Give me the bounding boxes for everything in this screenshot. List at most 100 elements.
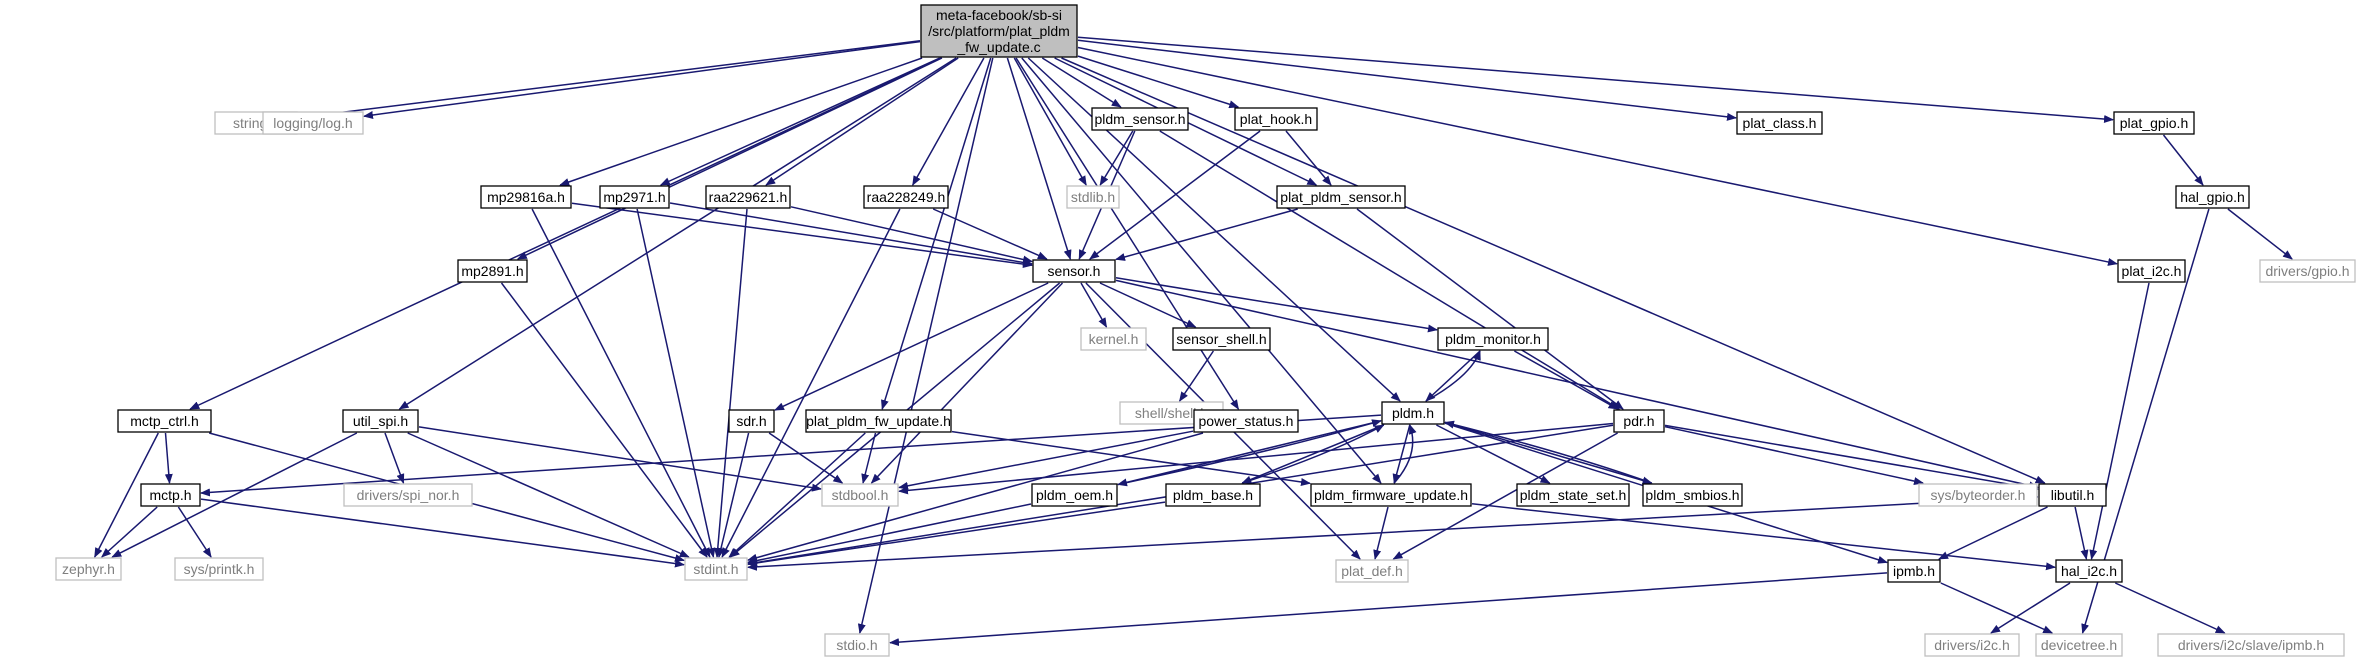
node-mctp-ctrl[interactable]: mctp_ctrl.h <box>117 409 212 433</box>
edge-root-to-stdlib <box>1013 57 1087 186</box>
node-drivers-i2c: drivers/i2c.h <box>1924 633 2020 657</box>
include-edge <box>747 496 2039 571</box>
edge-plat_pldm_sensor-to-sensor <box>1115 208 1298 261</box>
edge-plat_hook-to-plat_pldm_sensor <box>1285 130 1332 186</box>
node-pldm-base[interactable]: pldm_base.h <box>1165 483 1261 507</box>
node-label: sys/byteorder.h <box>1931 487 2026 503</box>
node-pdr[interactable]: pdr.h <box>1613 409 1665 433</box>
include-edge <box>636 208 716 558</box>
node-util-spi[interactable]: util_spi.h <box>342 409 419 433</box>
edge-mctp_ctrl-to-zephyr <box>94 432 159 558</box>
node-mctp[interactable]: mctp.h <box>140 483 201 507</box>
include-edge <box>669 202 1033 267</box>
edge-root-to-plat_pldm_fw_update <box>881 57 992 410</box>
node-label: util_spi.h <box>353 413 408 429</box>
include-edge <box>189 57 942 410</box>
node-mp2971[interactable]: mp2971.h <box>599 185 670 209</box>
node-sensor-shell[interactable]: sensor_shell.h <box>1172 327 1271 351</box>
node-box <box>1066 185 1120 209</box>
node-box <box>920 4 1078 58</box>
node-label: pldm_firmware_update.h <box>1314 487 1468 503</box>
edge-root-to-sensor <box>1006 57 1072 260</box>
include-edge <box>101 506 158 558</box>
node-label: mctp_ctrl.h <box>130 413 198 429</box>
node-raa228249[interactable]: raa228249.h <box>863 185 949 209</box>
node-ipmb[interactable]: ipmb.h <box>1887 559 1941 583</box>
node-box <box>1032 259 1116 283</box>
edge-pdr-to-libutil <box>1664 424 2039 492</box>
include-edge <box>1159 130 1621 410</box>
include-edge <box>200 498 685 568</box>
node-plat-def: plat_def.h <box>1335 559 1409 583</box>
node-label: stdio.h <box>836 637 877 653</box>
node-box <box>805 409 952 433</box>
node-pldm-sensor[interactable]: pldm_sensor.h <box>1091 107 1189 131</box>
edge-pldm-to-pldm_smbios <box>1444 421 1653 485</box>
node-mp29816a[interactable]: mp29816a.h <box>480 185 572 209</box>
include-edge <box>1242 424 1385 484</box>
include-edge <box>1077 46 2118 266</box>
edge-ipmb-to-devicetree <box>1940 582 2054 634</box>
include-edge <box>531 208 711 558</box>
include-edge <box>164 432 173 484</box>
node-box <box>863 185 949 209</box>
include-edge <box>1117 419 1382 486</box>
node-label: power_status.h <box>1199 413 1294 429</box>
node-hal-i2c[interactable]: hal_i2c.h <box>2055 559 2123 583</box>
node-box <box>1310 483 1472 507</box>
node-power-status[interactable]: power_status.h <box>1193 409 1299 433</box>
node-plat-gpio[interactable]: plat_gpio.h <box>2113 111 2195 135</box>
node-pldm-smbios[interactable]: pldm_smbios.h <box>1642 483 1743 507</box>
node-root[interactable]: meta-facebook/sb-si/src/platform/plat_pl… <box>920 4 1078 58</box>
node-box <box>262 111 364 135</box>
edge-pldm_oem-to-stdint <box>747 503 1032 565</box>
node-sensor[interactable]: sensor.h <box>1032 259 1116 283</box>
node-plat-pldm-sensor[interactable]: plat_pldm_sensor.h <box>1276 185 1406 209</box>
node-sdr[interactable]: sdr.h <box>728 409 775 433</box>
include-edge <box>363 40 921 119</box>
node-plat-pldm-fw-update[interactable]: plat_pldm_fw_update.h <box>805 409 952 433</box>
node-label: pldm.h <box>1392 405 1434 421</box>
node-pldm-oem[interactable]: pldm_oem.h <box>1031 483 1118 507</box>
node-box <box>1381 401 1445 425</box>
node-pldm[interactable]: pldm.h <box>1381 401 1445 425</box>
node-plat-class[interactable]: plat_class.h <box>1736 111 1823 135</box>
edge-pldm-to-pldm_base <box>1241 424 1384 484</box>
node-plat-i2c[interactable]: plat_i2c.h <box>2117 259 2186 283</box>
include-edge <box>398 57 957 410</box>
edge-layer <box>94 36 2293 647</box>
node-label: drivers/i2c/slave/ipmb.h <box>2178 637 2324 653</box>
include-edge <box>1080 282 1108 328</box>
node-libutil[interactable]: libutil.h <box>2038 483 2107 507</box>
edge-hal_gpio-to-drivers_gpio <box>2227 208 2293 260</box>
node-hal-gpio[interactable]: hal_gpio.h <box>2175 185 2250 209</box>
node-plat-hook[interactable]: plat_hook.h <box>1234 107 1318 131</box>
node-label: pldm_smbios.h <box>1645 487 1739 503</box>
edge-sdr-to-stdbool <box>768 432 844 484</box>
node-label: mp2971.h <box>603 189 665 205</box>
include-edge <box>898 422 1614 495</box>
edge-util_spi-to-zephyr <box>111 432 358 558</box>
edge-root-to-plat_i2c <box>1077 46 2118 266</box>
node-pldm-firmware-update[interactable]: pldm_firmware_update.h <box>1310 483 1472 507</box>
edge-sensor-to-sdr <box>774 282 1049 411</box>
node-label: pldm_sensor.h <box>1094 111 1185 127</box>
node-stdlib: stdlib.h <box>1066 185 1120 209</box>
include-edge <box>747 503 1032 565</box>
edge-raa228249-to-sensor <box>932 208 1048 260</box>
node-mp2891[interactable]: mp2891.h <box>457 259 528 283</box>
node-sys-printk: sys/printk.h <box>174 557 264 581</box>
node-box <box>1437 327 1549 351</box>
edge-plat_gpio-to-hal_gpio <box>2162 134 2204 186</box>
node-raa229621[interactable]: raa229621.h <box>705 185 791 209</box>
node-box <box>1193 409 1299 433</box>
node-pldm-monitor[interactable]: pldm_monitor.h <box>1437 327 1549 351</box>
include-edge <box>1356 208 1624 410</box>
node-pldm-state-set[interactable]: pldm_state_set.h <box>1516 483 1630 507</box>
node-label: hal_i2c.h <box>2061 563 2117 579</box>
edge-mp2971-to-stdint <box>636 208 716 558</box>
include-edge <box>1664 424 2039 492</box>
edge-pldm_oem-to-pldm <box>1117 419 1382 486</box>
include-edge <box>1077 36 2114 123</box>
include-edge <box>1990 582 2071 634</box>
